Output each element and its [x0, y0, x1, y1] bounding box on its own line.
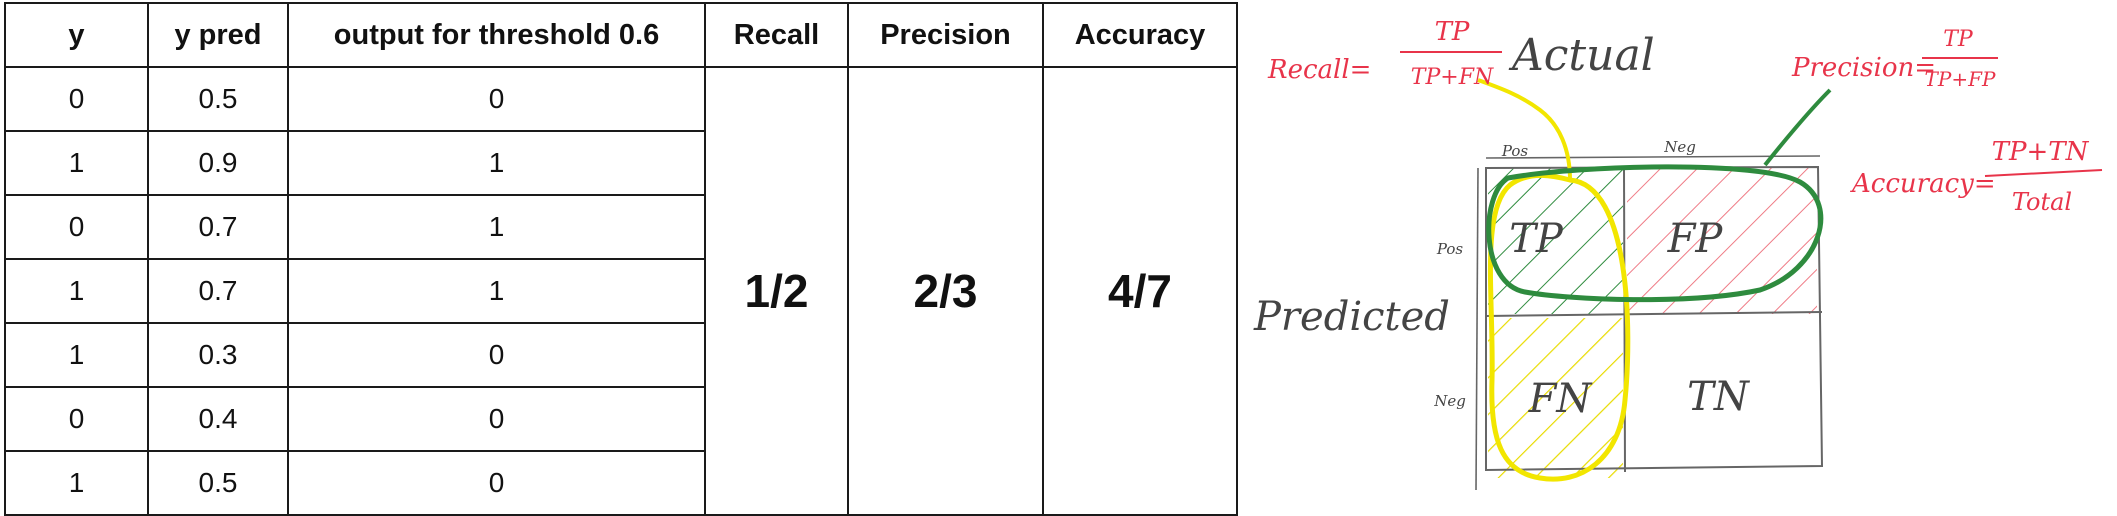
- table-header-row: y y pred output for threshold 0.6 Recall…: [4, 2, 1238, 68]
- precision-pointer: [1763, 88, 1832, 167]
- header-recall: Recall: [704, 2, 849, 68]
- cell-output: 0: [287, 386, 706, 452]
- recall-formula-num: TP: [1435, 17, 1470, 47]
- matrix-top-edge: [1485, 155, 1821, 159]
- accuracy-formula-lhs: Accuracy=: [1850, 169, 1996, 199]
- cell-output: 0: [287, 66, 706, 132]
- matrix-horizontal-divider: [1485, 311, 1823, 317]
- cell-y-pred: 0.5: [147, 450, 289, 516]
- table-row: 1 0.9 1: [4, 130, 1237, 196]
- row-neg-label: Neg: [1433, 392, 1466, 410]
- recall-value: 1/2: [704, 66, 849, 516]
- cell-y-pred: 0.4: [147, 386, 289, 452]
- header-y: y: [4, 2, 149, 68]
- cell-tp: TP: [1509, 216, 1564, 262]
- cell-output: 1: [287, 130, 706, 196]
- cell-y: 1: [4, 130, 149, 196]
- confusion-matrix-sketch: TP FP FN TN Pos Neg Pos Neg Actual Predi…: [1253, 17, 2103, 491]
- accuracy-value: 4/7: [1042, 66, 1238, 516]
- accuracy-formula-den: Total: [2012, 188, 2072, 216]
- cell-y-pred: 0.5: [147, 66, 289, 132]
- recall-loop: [1487, 172, 1631, 482]
- col-pos-label: Pos: [1501, 142, 1529, 160]
- cell-y-pred: 0.7: [147, 258, 289, 324]
- matrix-left-edge: [1475, 167, 1479, 491]
- accuracy-formula-bar: [1984, 169, 2103, 177]
- precision-value: 2/3: [847, 66, 1044, 516]
- recall-pointer: [1477, 78, 1572, 181]
- table-row: 0 0.5 0 1/2 2/3 4/7: [4, 66, 1238, 516]
- table-row: 1 0.7 1: [4, 258, 1237, 324]
- recall-formula-lhs: Recall=: [1267, 55, 1371, 85]
- cell-output: 0: [287, 322, 706, 388]
- precision-formula-den: TP+FP: [1925, 67, 1996, 91]
- actual-label: Actual: [1508, 30, 1655, 81]
- cell-y: 1: [4, 322, 149, 388]
- col-neg-label: Neg: [1663, 138, 1696, 156]
- metrics-table: y y pred output for threshold 0.6 Recall…: [4, 2, 1238, 516]
- table-row: 1 0.3 0: [4, 322, 1237, 388]
- cell-y: 0: [4, 194, 149, 260]
- header-accuracy: Accuracy: [1042, 2, 1238, 68]
- cell-fn: FN: [1528, 376, 1594, 422]
- cell-tn: TN: [1687, 374, 1751, 420]
- recall-formula-den: TP+FN: [1411, 65, 1494, 90]
- precision-loop: [1486, 164, 1824, 303]
- cell-output: 1: [287, 194, 706, 260]
- cell-y: 0: [4, 386, 149, 452]
- fn-hatch: [1488, 318, 1623, 478]
- cell-y-pred: 0.7: [147, 194, 289, 260]
- precision-formula-num: TP: [1943, 27, 1974, 52]
- cell-y: 1: [4, 450, 149, 516]
- tp-hatch: [1488, 168, 1623, 314]
- row-pos-label: Pos: [1436, 240, 1464, 258]
- cell-fp: FP: [1667, 216, 1724, 262]
- cell-output: 0: [287, 450, 706, 516]
- table-row: 0 0.4 0: [4, 386, 1237, 452]
- cell-y: 1: [4, 258, 149, 324]
- accuracy-formula-num: TP+TN: [1992, 137, 2090, 167]
- fp-hatch: [1627, 168, 1817, 314]
- header-precision: Precision: [847, 2, 1044, 68]
- predicted-label: Predicted: [1253, 294, 1450, 340]
- cell-y: 0: [4, 66, 149, 132]
- header-y-pred: y pred: [147, 2, 289, 68]
- cell-output: 1: [287, 258, 706, 324]
- matrix-vertical-divider: [1623, 167, 1626, 473]
- table-row: 1 0.5 0: [4, 450, 1237, 516]
- precision-formula-lhs: Precision=: [1791, 53, 1936, 83]
- header-output: output for threshold 0.6: [287, 2, 706, 68]
- table-row: 0 0.7 1: [4, 194, 1237, 260]
- cell-y-pred: 0.9: [147, 130, 289, 196]
- cell-y-pred: 0.3: [147, 322, 289, 388]
